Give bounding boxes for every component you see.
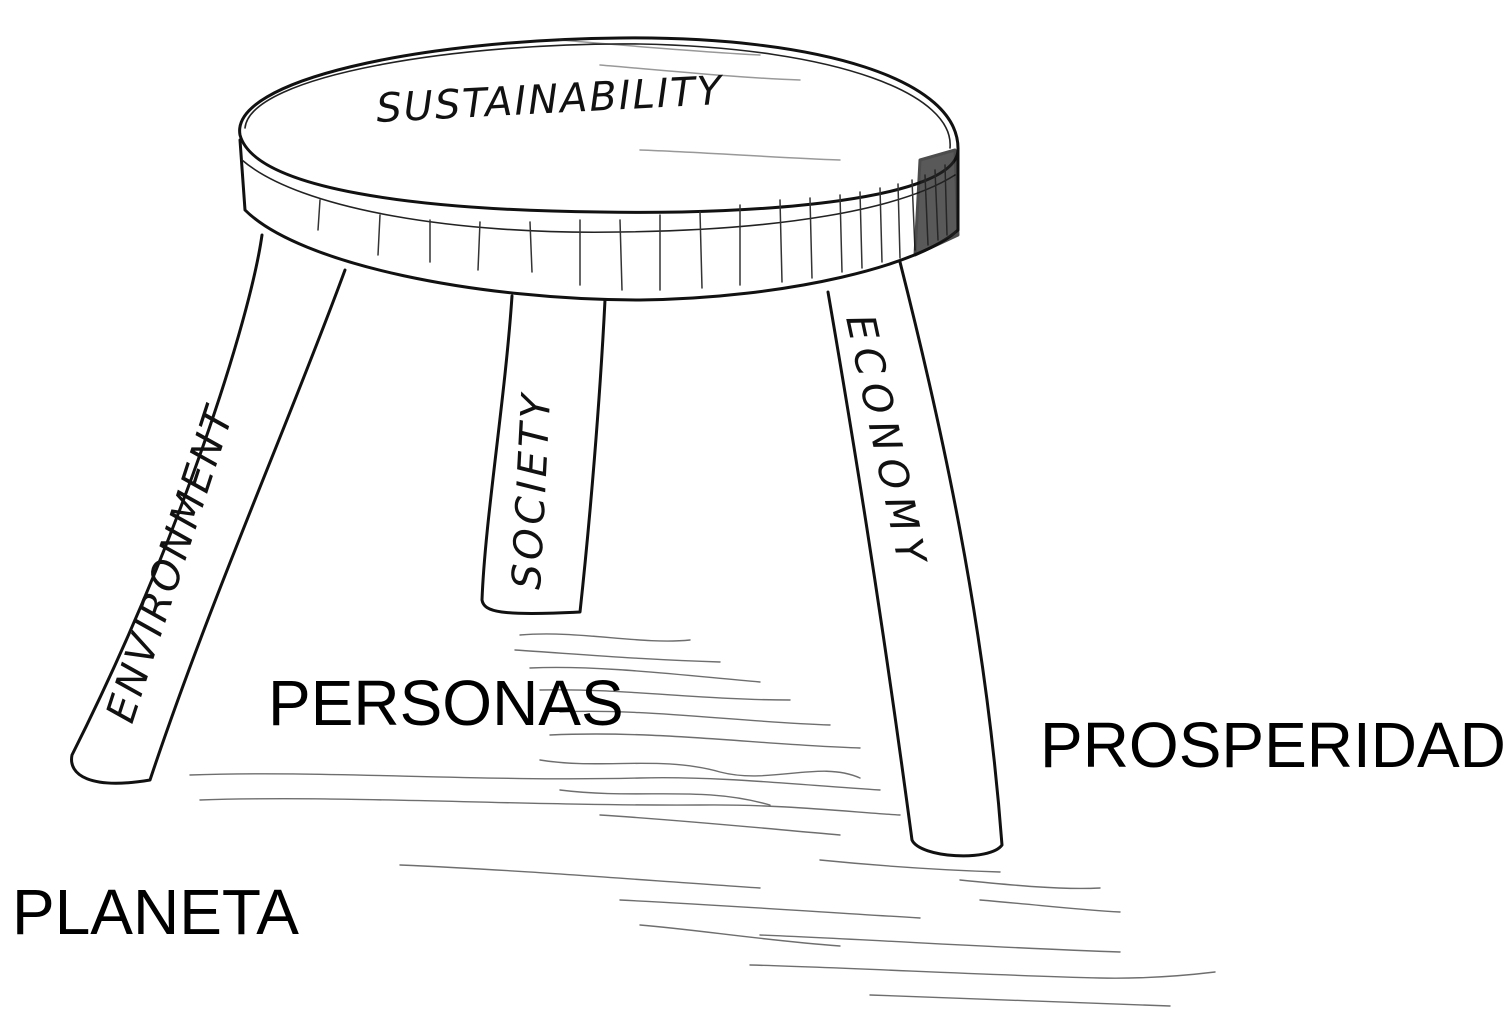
leg-society: SOCIETY <box>480 294 607 615</box>
floor-shadow-scribble <box>189 633 1216 1007</box>
label-personas: PERSONAS <box>268 667 624 739</box>
label-planeta: PLANETA <box>12 876 299 948</box>
leg-label-society: SOCIETY <box>504 390 560 591</box>
leg-label-environment: ENVIRONMENT <box>98 399 244 728</box>
seat-label: SUSTAINABILITY <box>375 68 726 132</box>
label-prosperidad: PROSPERIDAD <box>1040 709 1506 781</box>
stool-seat: SUSTAINABILITY <box>238 36 960 302</box>
seat-rim-hatching <box>317 148 960 291</box>
leg-economy: ECONOMY <box>826 260 1004 858</box>
